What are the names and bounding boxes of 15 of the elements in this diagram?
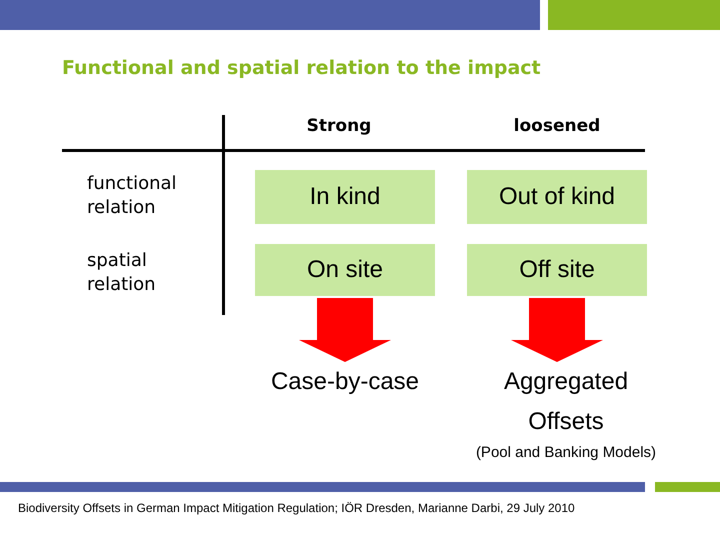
note-text: (Pool and Banking Models): [474, 444, 658, 461]
category-box: On site: [255, 244, 435, 296]
slide-title: Functional and spatial relation to the impact: [62, 57, 541, 79]
footer-text: Biodiversity Offsets in German Impact Mitigation Regulation; IÖR Dresden, Marianne Darbi, 29 July 2010: [18, 501, 575, 515]
category-box: In kind: [255, 170, 435, 224]
arrow: [299, 298, 391, 362]
category-box: Out of kind: [467, 170, 647, 224]
arrow: [511, 298, 603, 362]
column-header: loosened: [512, 116, 602, 136]
row-header: functional relation: [87, 172, 178, 220]
result-text: Case-by-case: [245, 362, 445, 402]
result-text: Aggregated Offsets: [476, 362, 656, 442]
category-box: Off site: [467, 244, 647, 296]
column-header: Strong: [306, 116, 372, 136]
row-header: spatial relation: [87, 249, 157, 297]
